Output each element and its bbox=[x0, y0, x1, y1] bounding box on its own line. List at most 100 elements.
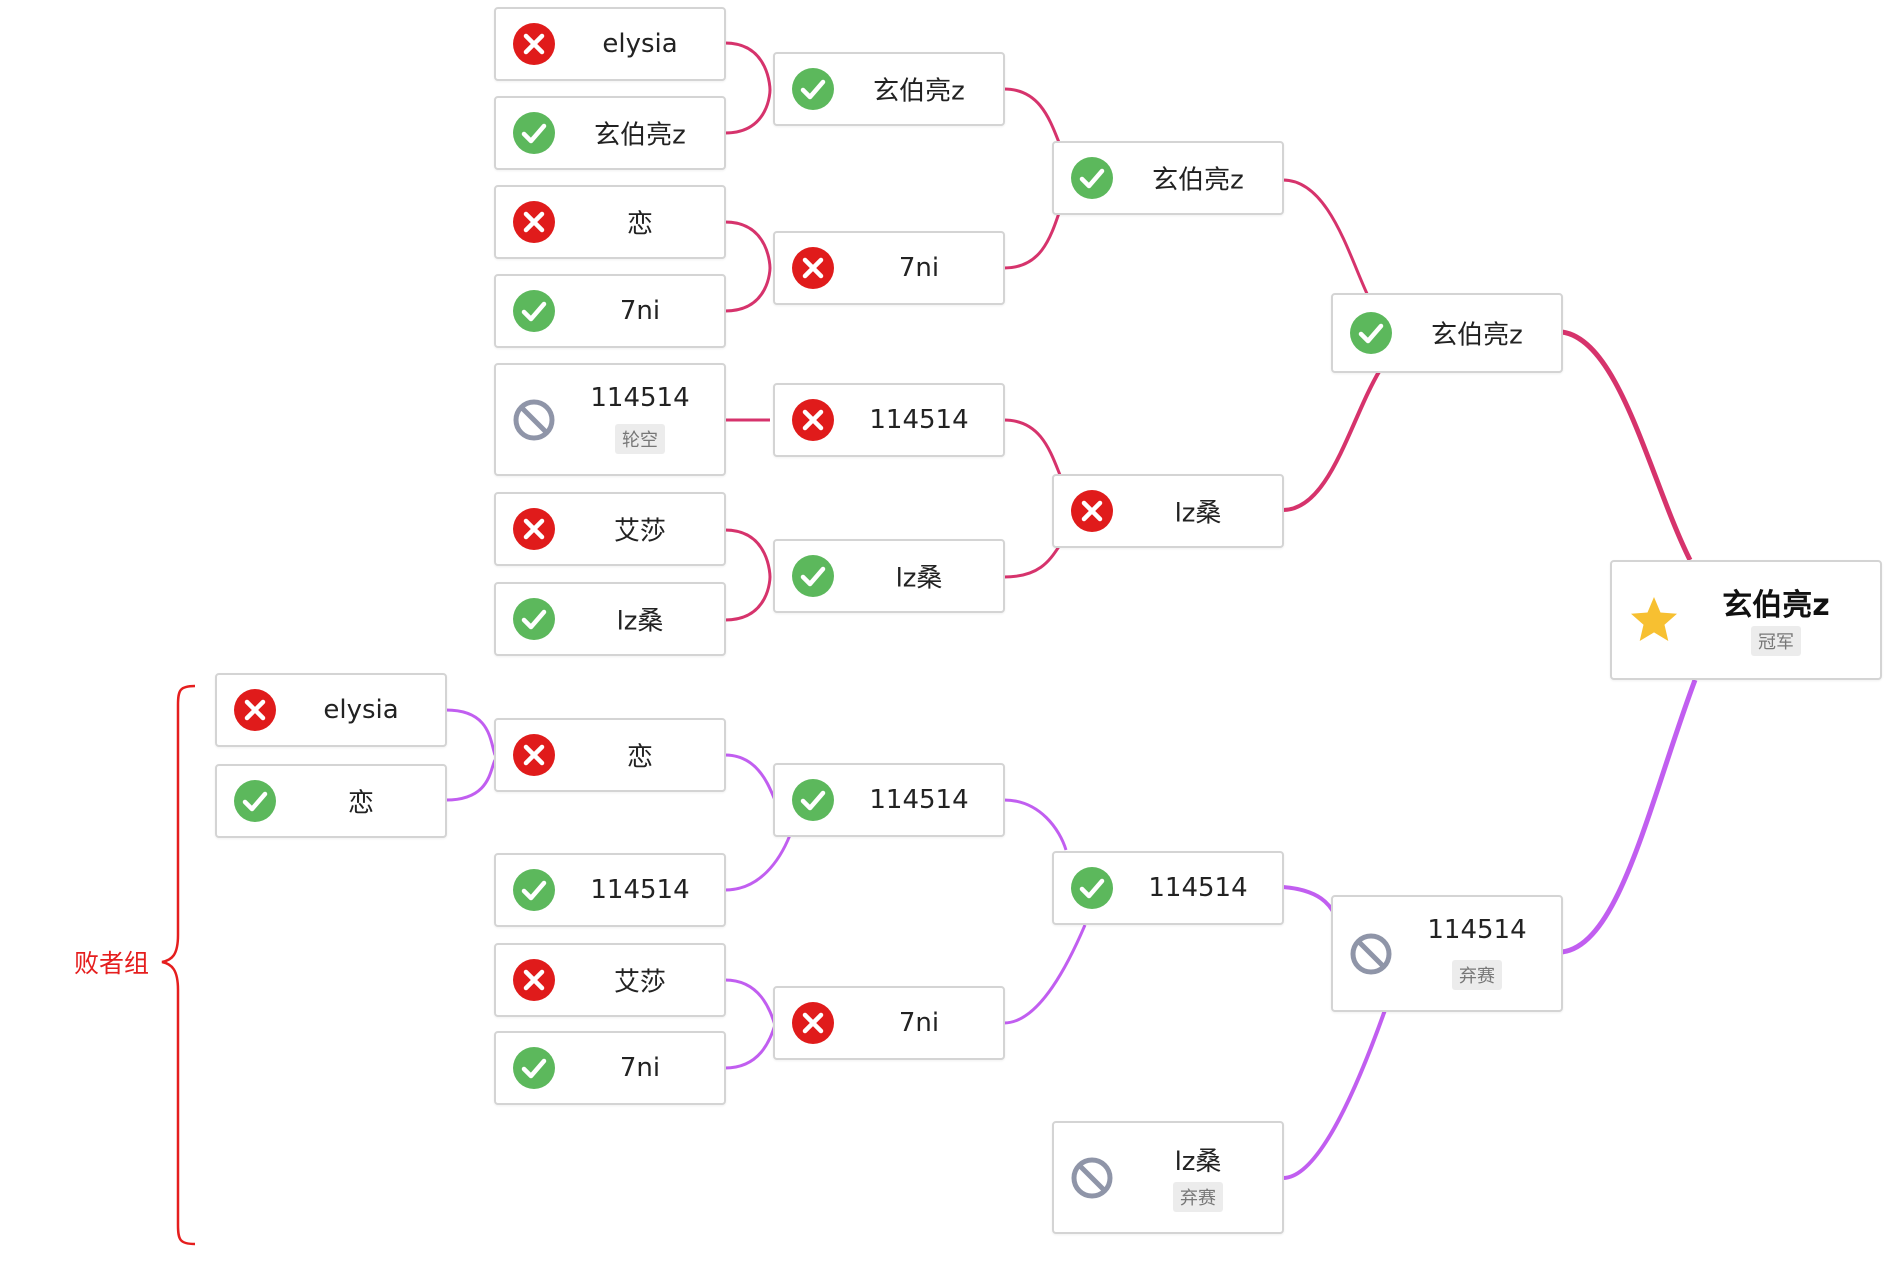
player-name: 114514 bbox=[1427, 915, 1527, 945]
match-card[interactable]: lz桑 bbox=[494, 582, 726, 656]
win-icon bbox=[512, 289, 556, 333]
player-name: lz桑 bbox=[1174, 1147, 1222, 1177]
player-name: elysia bbox=[602, 29, 678, 59]
loser-group-brace bbox=[161, 684, 196, 1246]
player-name: 7ni bbox=[619, 1053, 661, 1083]
connector bbox=[1561, 329, 1693, 562]
player-name: 114514 bbox=[1148, 873, 1248, 903]
match-card[interactable]: 艾莎 bbox=[494, 943, 726, 1017]
match-card[interactable]: 7ni bbox=[494, 274, 726, 348]
match-card[interactable]: 玄伯亮z bbox=[1331, 293, 1563, 373]
connector bbox=[1282, 368, 1382, 512]
connector bbox=[1282, 1009, 1387, 1180]
match-card[interactable]: lz桑 弃赛 bbox=[1052, 1121, 1284, 1234]
match-card[interactable]: 114514 轮空 bbox=[494, 363, 726, 476]
win-icon bbox=[791, 778, 835, 822]
player-name: 114514 bbox=[590, 875, 690, 905]
match-card[interactable]: 恋 bbox=[494, 718, 726, 792]
player-name: 114514 bbox=[869, 405, 969, 435]
player-name: elysia bbox=[323, 695, 399, 725]
connector bbox=[724, 1024, 777, 1070]
lose-icon bbox=[791, 246, 835, 290]
connector bbox=[724, 89, 772, 135]
match-card[interactable]: 玄伯亮z bbox=[494, 96, 726, 170]
connector bbox=[1561, 679, 1698, 955]
player-name: 恋 bbox=[626, 742, 653, 773]
lose-icon bbox=[512, 200, 556, 244]
match-card[interactable]: 艾莎 bbox=[494, 492, 726, 566]
lose-icon bbox=[791, 1001, 835, 1045]
champion-name: 玄伯亮z bbox=[1722, 588, 1830, 623]
win-icon bbox=[512, 1046, 556, 1090]
star-icon bbox=[1628, 594, 1680, 646]
connector bbox=[445, 759, 497, 802]
player-name: lz桑 bbox=[1174, 498, 1222, 529]
champion-badge: 冠军 bbox=[1672, 626, 1880, 656]
lose-icon bbox=[512, 733, 556, 777]
match-card[interactable]: 114514 bbox=[773, 383, 1005, 457]
win-icon bbox=[512, 111, 556, 155]
status-badge: 弃赛 bbox=[1393, 960, 1561, 990]
connector bbox=[1003, 544, 1062, 579]
win-icon bbox=[512, 597, 556, 641]
win-icon bbox=[1070, 866, 1114, 910]
match-card[interactable]: lz桑 bbox=[773, 539, 1005, 613]
connector bbox=[1003, 924, 1087, 1025]
connector bbox=[724, 834, 792, 892]
player-name: lz桑 bbox=[616, 606, 664, 637]
player-name: 7ni bbox=[619, 296, 661, 326]
match-card[interactable]: 恋 bbox=[494, 185, 726, 259]
player-name: 玄伯亮z bbox=[594, 120, 686, 151]
connector bbox=[1282, 885, 1337, 916]
connector bbox=[1282, 178, 1372, 301]
player-name: 恋 bbox=[347, 788, 374, 819]
player-name: 玄伯亮z bbox=[873, 76, 965, 107]
player-name: 114514 bbox=[869, 785, 969, 815]
match-card[interactable]: 7ni bbox=[494, 1031, 726, 1105]
connector bbox=[1003, 798, 1068, 851]
player-name: 恋 bbox=[626, 209, 653, 240]
player-name: 玄伯亮z bbox=[1431, 320, 1523, 351]
forfeit-icon bbox=[512, 398, 556, 442]
connector bbox=[1003, 418, 1062, 476]
win-icon bbox=[791, 67, 835, 111]
player-name: 114514 bbox=[590, 383, 690, 413]
connector bbox=[724, 978, 777, 1026]
win-icon bbox=[791, 554, 835, 598]
win-icon bbox=[233, 779, 277, 823]
loser-group-label: 败者组 bbox=[74, 949, 150, 978]
connector bbox=[724, 220, 772, 269]
player-name: 艾莎 bbox=[613, 967, 666, 998]
connector bbox=[445, 708, 497, 756]
win-icon bbox=[1070, 156, 1114, 200]
match-card[interactable]: 114514 bbox=[773, 763, 1005, 837]
player-name: 7ni bbox=[898, 1008, 940, 1038]
match-card[interactable]: elysia bbox=[494, 7, 726, 81]
status-badge: 弃赛 bbox=[1114, 1182, 1282, 1212]
connector bbox=[724, 41, 772, 91]
match-card[interactable]: 玄伯亮z bbox=[1052, 141, 1284, 215]
champion-card[interactable]: 玄伯亮z 冠军 bbox=[1610, 560, 1882, 680]
match-card[interactable]: 7ni bbox=[773, 986, 1005, 1060]
match-card[interactable]: lz桑 bbox=[1052, 474, 1284, 548]
match-card[interactable]: 114514 bbox=[1052, 851, 1284, 925]
status-badge: 轮空 bbox=[556, 424, 724, 454]
match-card[interactable]: 114514 bbox=[494, 853, 726, 927]
win-icon bbox=[512, 868, 556, 912]
lose-icon bbox=[512, 507, 556, 551]
connector bbox=[724, 576, 772, 622]
forfeit-icon bbox=[1070, 1156, 1114, 1200]
upper-connectors bbox=[724, 41, 1693, 622]
lose-icon bbox=[233, 688, 277, 732]
match-card[interactable]: 7ni bbox=[773, 231, 1005, 305]
forfeit-icon bbox=[1349, 932, 1393, 976]
match-card[interactable]: elysia bbox=[215, 673, 447, 747]
connector bbox=[724, 267, 772, 313]
match-card[interactable]: 114514 弃赛 bbox=[1331, 895, 1563, 1012]
connector bbox=[724, 528, 772, 578]
connector bbox=[1003, 209, 1062, 270]
player-name: 7ni bbox=[898, 253, 940, 283]
connector bbox=[1003, 87, 1062, 146]
match-card[interactable]: 恋 bbox=[215, 764, 447, 838]
match-card[interactable]: 玄伯亮z bbox=[773, 52, 1005, 126]
